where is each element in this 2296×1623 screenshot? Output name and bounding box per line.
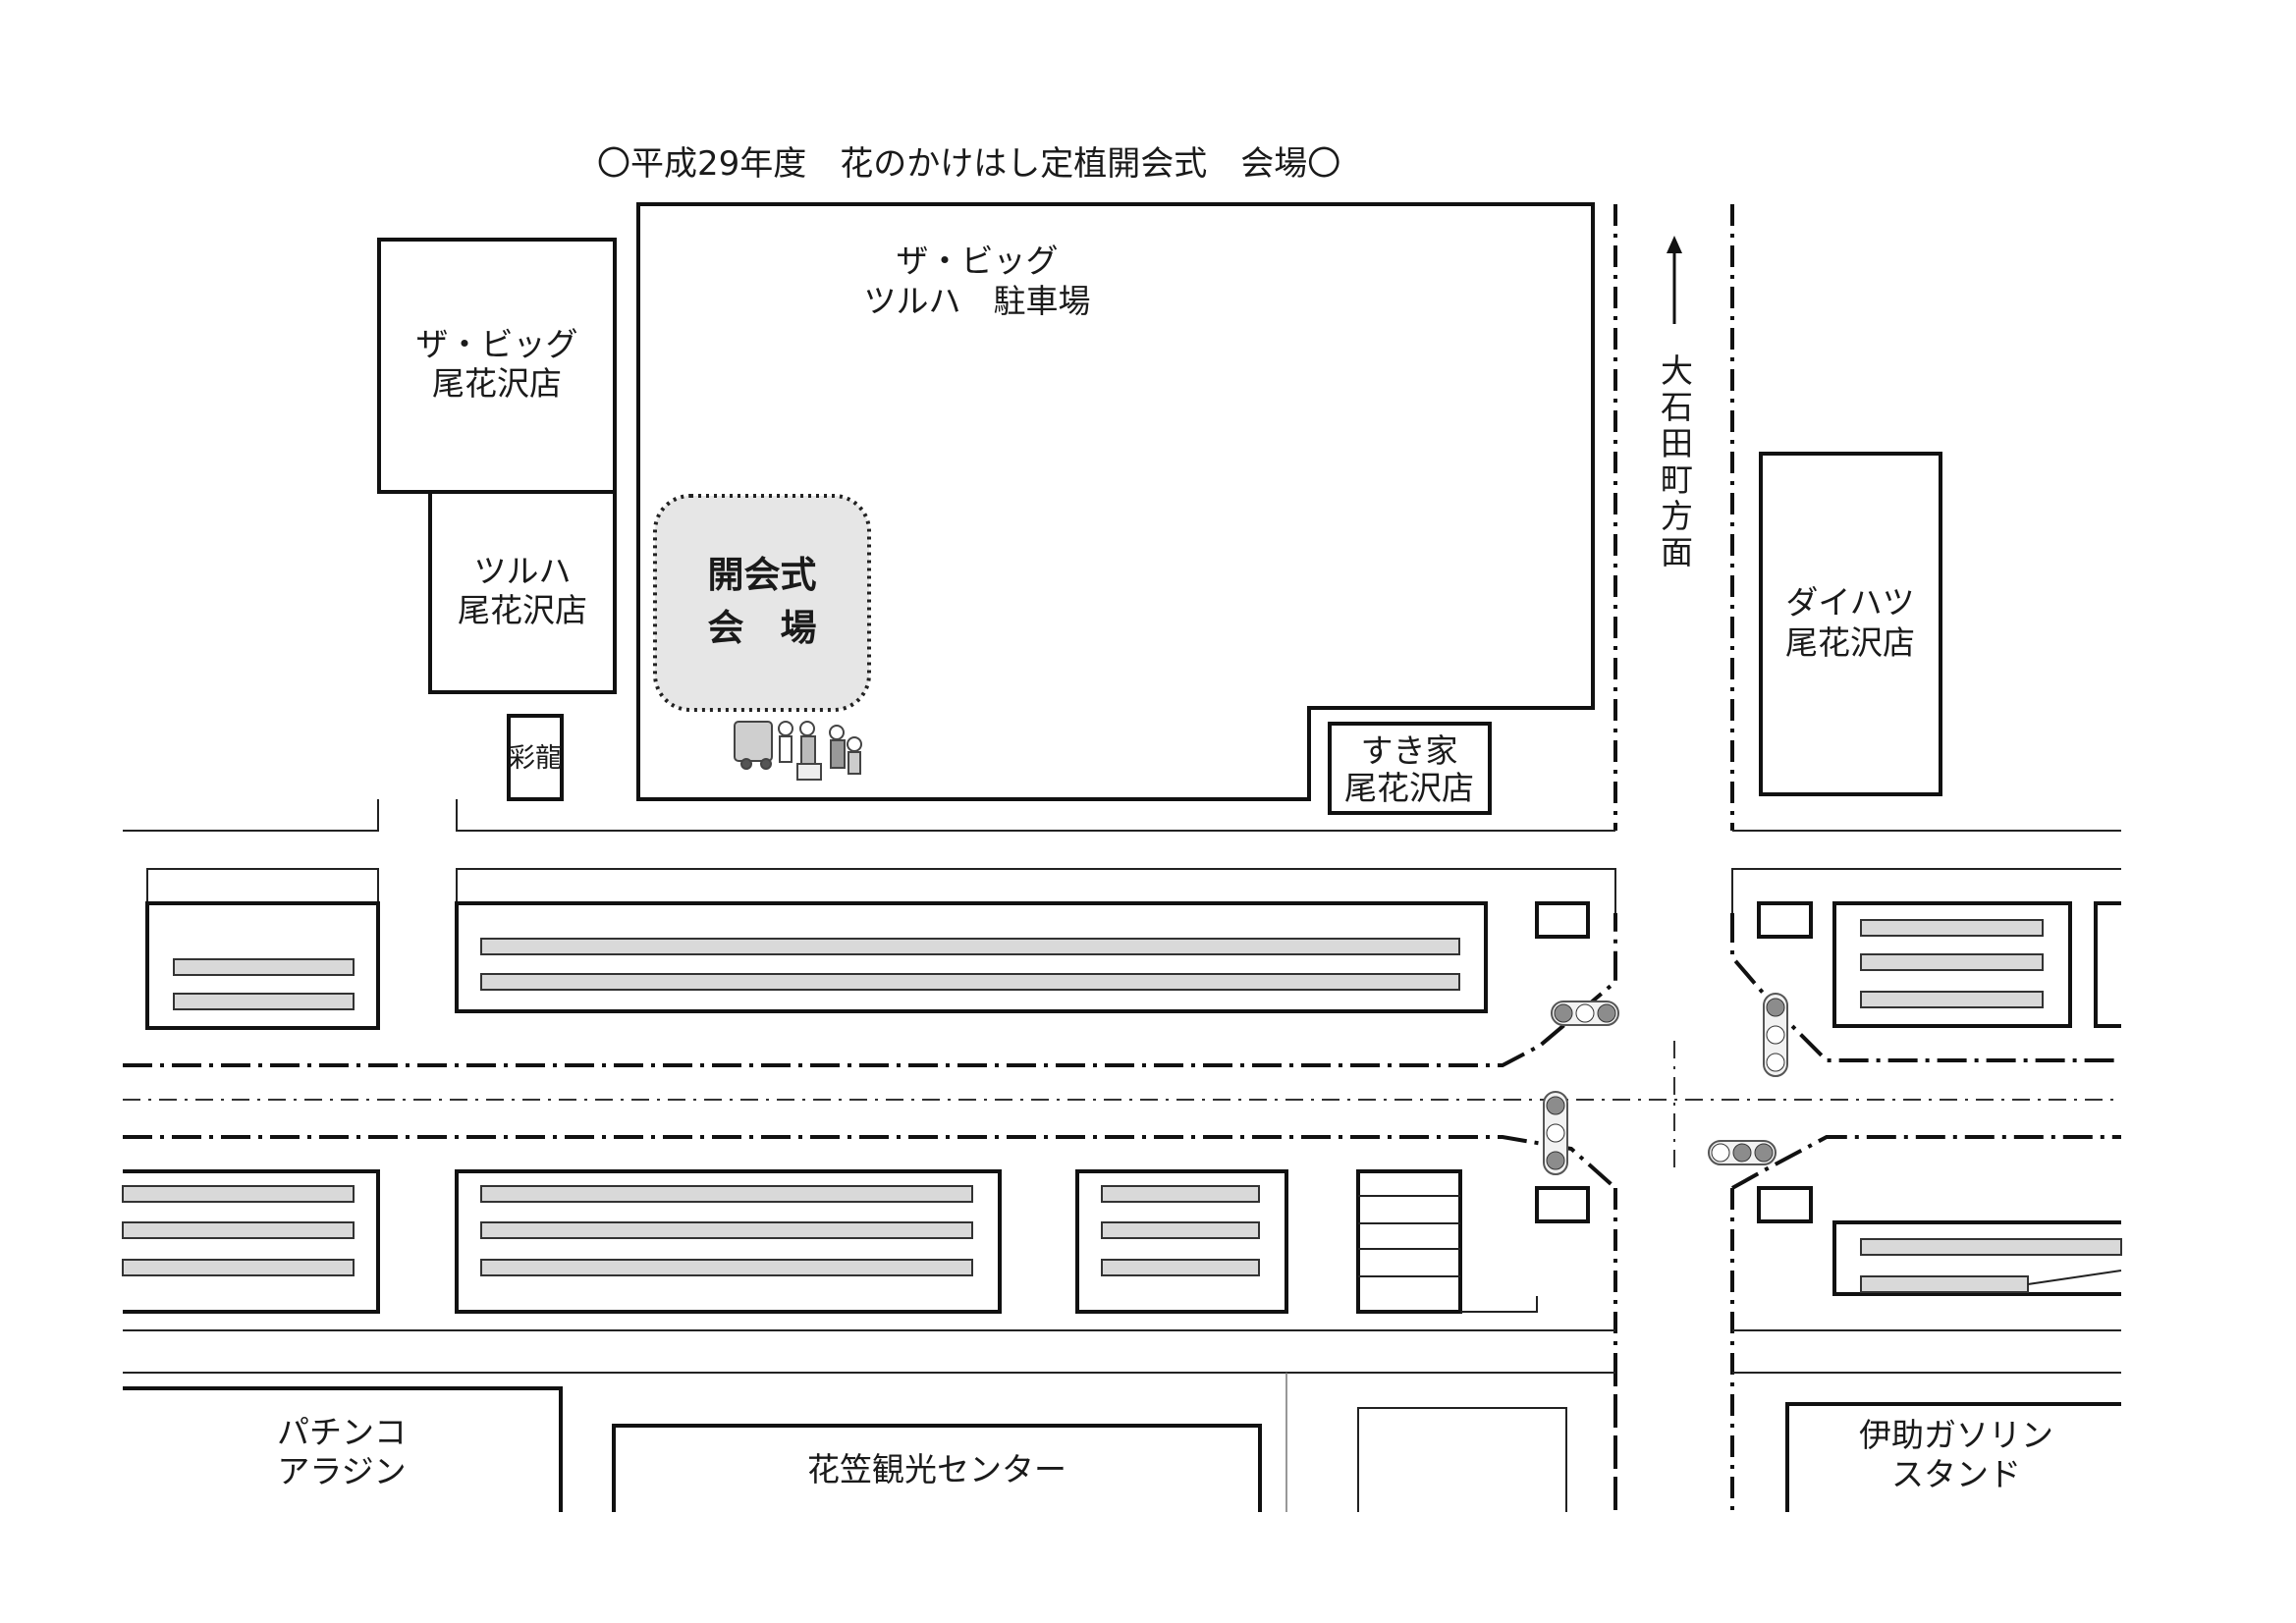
stripe — [1101, 1221, 1260, 1239]
daihatsu-label-2: 尾花沢店 — [1785, 623, 1915, 662]
venue-label-1: 開会式 — [708, 554, 817, 596]
building-gas-station — [1785, 1402, 2121, 1512]
tsuruha-label-1: ツルハ — [474, 552, 572, 590]
block-outline-2 — [456, 868, 1616, 913]
road-edge-north — [123, 913, 1617, 1067]
road-edge-north-east — [1730, 913, 2121, 1062]
block-upper-2 — [455, 901, 1488, 1013]
page-title: 〇平成29年度 花のかけはし定植開会式 会場〇 — [597, 144, 1340, 184]
stripe — [173, 958, 355, 976]
parking-label-2: ツルハ 駐車場 — [864, 282, 1091, 320]
stripe — [1860, 919, 2044, 937]
stripe — [480, 1259, 973, 1276]
sairyu-label: 彩龍 — [509, 743, 562, 774]
block-upper-3 — [1832, 901, 2072, 1028]
block-upper-1 — [145, 901, 380, 1030]
sidewalk-edge-2 — [456, 799, 1615, 832]
building-tsuruha — [428, 490, 617, 694]
traffic-signal-3 — [1543, 1091, 1568, 1175]
stripe — [1860, 1275, 2029, 1293]
small-box-3 — [1535, 1186, 1590, 1223]
stripe — [480, 973, 1460, 991]
stripe — [173, 993, 355, 1010]
small-box-4 — [1757, 1186, 1813, 1223]
arrow-head-icon — [1667, 236, 1682, 253]
road-edge-south — [123, 1135, 1617, 1190]
building-sukiya — [1328, 722, 1492, 815]
stripe — [1101, 1185, 1260, 1203]
sukiya-label-1: すき家 — [1361, 731, 1458, 770]
daihatsu-label-1: ダイハツ — [1785, 583, 1914, 622]
building-bottom-3 — [1357, 1407, 1567, 1512]
thebig-label-1: ザ・ビッグ — [416, 325, 578, 363]
building-sairyu — [507, 714, 564, 801]
thebig-label-2: 尾花沢店 — [432, 364, 562, 403]
stripe — [1860, 1238, 2122, 1256]
block-outline-1 — [146, 868, 379, 903]
stripe — [1101, 1259, 1260, 1276]
people-illustration — [734, 721, 862, 781]
block-upper-4 — [2094, 901, 2121, 1028]
block-lower-2 — [455, 1169, 1002, 1314]
block-lower-1 — [123, 1169, 380, 1314]
building-pachinko — [123, 1386, 563, 1512]
direction-label: 大石田町方面 — [1656, 353, 1694, 571]
tsuruha-label-2: 尾花沢店 — [458, 591, 587, 629]
hanagasa-label: 花笠観光センター — [807, 1450, 1066, 1488]
venue-label-2: 会 場 — [708, 607, 817, 649]
stripe — [1860, 991, 2044, 1008]
stripe — [122, 1221, 355, 1239]
block-outline-4 — [1460, 1296, 1538, 1313]
small-box-2 — [1757, 901, 1813, 939]
ceremony-venue — [653, 494, 871, 712]
small-box-1 — [1535, 901, 1590, 939]
traffic-signal-4 — [1708, 1140, 1777, 1165]
block-lower-3 — [1075, 1169, 1288, 1314]
building-daihatsu — [1759, 452, 1942, 796]
traffic-signal-2 — [1763, 993, 1788, 1077]
parking-label-1: ザ・ビッグ — [897, 242, 1059, 280]
pachinko-label-2: アラジン — [277, 1452, 406, 1490]
sukiya-label-2: 尾花沢店 — [1344, 769, 1474, 807]
building-hanagasa — [612, 1424, 1262, 1512]
traffic-signal-1 — [1551, 1001, 1619, 1026]
block-lower-4 — [1356, 1169, 1462, 1314]
block-lower-5 — [1832, 1220, 2121, 1296]
pachinko-label-1: パチンコ — [277, 1413, 407, 1451]
stripe — [480, 938, 1460, 955]
road-edge-south-east — [1731, 1135, 2121, 1190]
stripe — [1860, 953, 2044, 971]
parking-lot — [636, 202, 1595, 801]
sidewalk-edge-1 — [123, 799, 379, 832]
gas-label-1: 伊助ガソリン — [1859, 1416, 2053, 1454]
stripe — [122, 1259, 355, 1276]
block-outline-3 — [1731, 868, 2121, 913]
stripe — [480, 1185, 973, 1203]
stripe — [480, 1221, 973, 1239]
gas-label-2: スタンド — [1891, 1455, 2021, 1493]
stripe — [122, 1185, 355, 1203]
